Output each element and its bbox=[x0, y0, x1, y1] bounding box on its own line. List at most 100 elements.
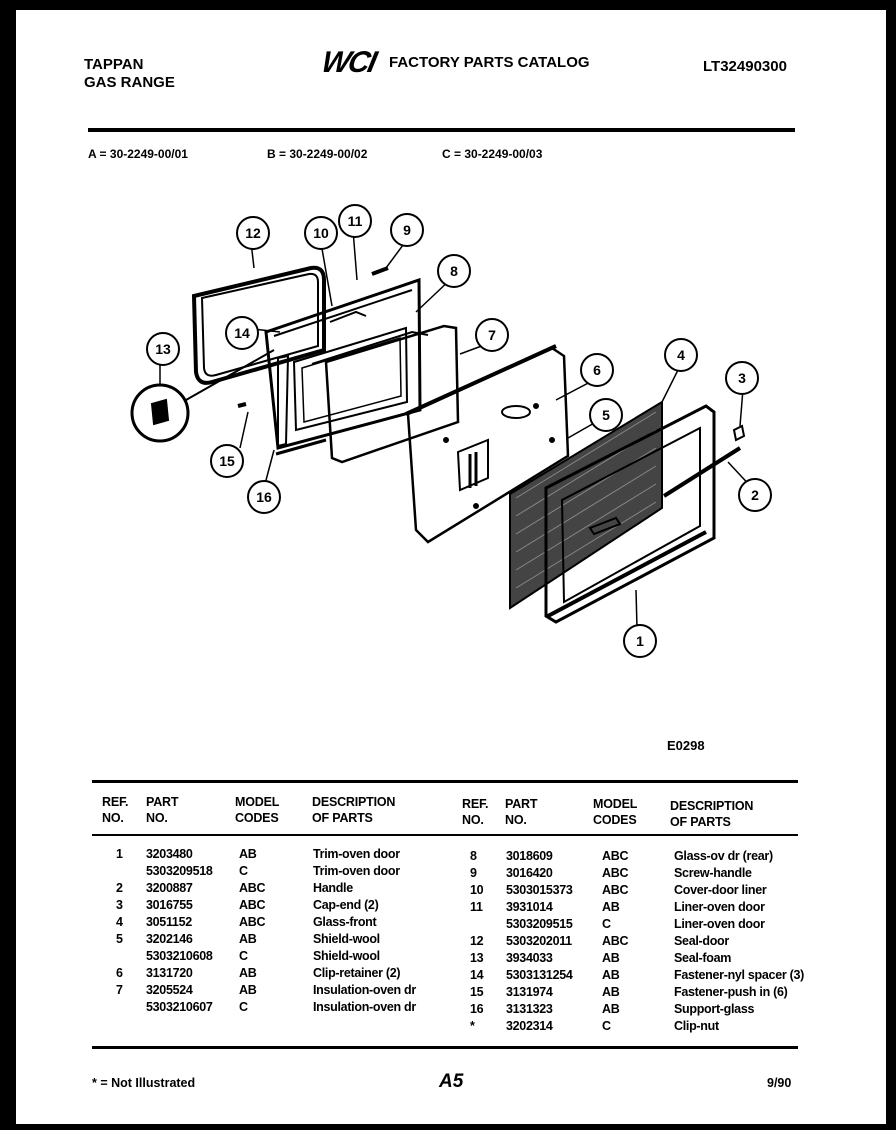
product-name: GAS RANGE bbox=[84, 74, 175, 91]
model-codes-cell: AB bbox=[239, 932, 257, 946]
model-codes-cell: C bbox=[239, 949, 248, 963]
callout-7: 7 bbox=[475, 318, 509, 352]
model-codes-cell: C bbox=[602, 917, 611, 931]
ref-cell: 2 bbox=[116, 881, 123, 895]
table-row: 7 3205524 AB Insulation-oven dr bbox=[16, 982, 886, 999]
model-codes-cell: AB bbox=[602, 951, 620, 965]
ref-header-right: REF.NO. bbox=[462, 797, 489, 827]
part-number-cell: 3016420 bbox=[506, 866, 553, 880]
callout-6: 6 bbox=[580, 353, 614, 387]
part-number-cell: 3200887 bbox=[146, 881, 193, 895]
model-codes-cell: AB bbox=[239, 966, 257, 980]
description-cell: Seal-foam bbox=[674, 951, 732, 965]
callout-15: 15 bbox=[210, 444, 244, 478]
figure-code: E0298 bbox=[667, 738, 705, 753]
part-number-cell: 3205524 bbox=[146, 983, 193, 997]
part-number-cell: 5303202011 bbox=[506, 934, 572, 948]
callout-leaders bbox=[159, 229, 755, 629]
description-cell: Trim-oven door bbox=[313, 847, 400, 861]
ref-cell: 14 bbox=[470, 968, 484, 982]
handle-part bbox=[662, 446, 742, 498]
model-codes-cell: ABC bbox=[602, 849, 629, 863]
model-codes-cell: C bbox=[239, 1000, 248, 1014]
description-cell: Support-glass bbox=[674, 1002, 755, 1016]
model-codes-cell: C bbox=[602, 1019, 611, 1033]
part-number-cell: 3131323 bbox=[506, 1002, 553, 1016]
ref-cell: 3 bbox=[116, 898, 123, 912]
table-row: 5 3202146 AB Shield-wool bbox=[16, 931, 886, 948]
part-number-cell: 3934033 bbox=[506, 951, 553, 965]
description-cell: Glass-front bbox=[313, 915, 377, 929]
cover-door-liner-part bbox=[329, 310, 367, 323]
ref-cell: 6 bbox=[116, 966, 123, 980]
model-codes-cell: AB bbox=[602, 968, 620, 982]
part-number-cell: 3202146 bbox=[146, 932, 193, 946]
ref-cell: 4 bbox=[116, 915, 123, 929]
model-codes-cell: ABC bbox=[239, 881, 266, 895]
part-number-cell: 3016755 bbox=[146, 898, 193, 912]
table-row: 14 5303131254 AB Fastener-nyl spacer (3) bbox=[16, 967, 886, 984]
model-codes-cell: ABC bbox=[602, 866, 629, 880]
ref-cell: 7 bbox=[116, 983, 123, 997]
glass-rear-part bbox=[311, 324, 460, 464]
model-code-a: A = 30-2249-00/01 bbox=[88, 147, 188, 161]
trim-oven-door-part bbox=[544, 404, 716, 624]
description-cell: Fastener-nyl spacer (3) bbox=[674, 968, 804, 982]
callout-1: 1 bbox=[623, 624, 657, 658]
description-cell: Insulation-oven dr bbox=[313, 983, 416, 997]
ref-cell: 9 bbox=[470, 866, 477, 880]
callout-12: 12 bbox=[236, 216, 270, 250]
ref-cell: 5 bbox=[116, 932, 123, 946]
part-number-cell: 3202314 bbox=[506, 1019, 553, 1033]
part-number-cell: 3131974 bbox=[506, 985, 553, 999]
table-header-rule bbox=[92, 834, 798, 836]
ref-cell: 11 bbox=[470, 900, 483, 914]
ref-header-left: REF.NO. bbox=[102, 795, 129, 825]
description-cell: Screw-handle bbox=[674, 866, 752, 880]
callout-11: 11 bbox=[338, 204, 372, 238]
callout-13: 13 bbox=[146, 332, 180, 366]
part-number-cell: 3203480 bbox=[146, 847, 193, 861]
callout-16: 16 bbox=[247, 480, 281, 514]
description-cell: Cap-end (2) bbox=[313, 898, 379, 912]
model-codes-cell: ABC bbox=[602, 883, 629, 897]
description-cell: Shield-wool bbox=[313, 949, 380, 963]
callout-3: 3 bbox=[725, 361, 759, 395]
ref-cell: * bbox=[470, 1019, 475, 1033]
table-top-rule bbox=[92, 780, 798, 783]
liner-oven-door-part bbox=[264, 277, 422, 456]
callout-2: 2 bbox=[738, 478, 772, 512]
ref-cell: 16 bbox=[470, 1002, 484, 1016]
description-cell: Handle bbox=[313, 881, 353, 895]
fastener-push-in-part bbox=[237, 402, 247, 408]
glass-front-part bbox=[509, 400, 663, 610]
table-row: 2 3200887 ABC Handle bbox=[16, 880, 886, 897]
description-cell: Trim-oven door bbox=[313, 864, 400, 878]
catalog-title: FACTORY PARTS CATALOG bbox=[389, 54, 590, 71]
header-rule bbox=[88, 128, 795, 132]
description-cell: Shield-wool bbox=[313, 932, 380, 946]
model-codes-cell: AB bbox=[239, 847, 257, 861]
callout-14: 14 bbox=[225, 316, 259, 350]
part-number-cell: 5303131254 bbox=[506, 968, 573, 982]
model-codes-cell: AB bbox=[239, 983, 257, 997]
part-number-cell: 5303209518 bbox=[146, 864, 213, 878]
brand-name: TAPPAN bbox=[84, 56, 144, 73]
callout-5: 5 bbox=[589, 398, 623, 432]
model-codes-cell: ABC bbox=[602, 934, 629, 948]
table-row: 9 3016420 ABC Screw-handle bbox=[16, 865, 886, 882]
callout-8: 8 bbox=[437, 254, 471, 288]
ref-cell: 10 bbox=[470, 883, 484, 897]
ref-cell: 1 bbox=[116, 847, 123, 861]
ref-cell: 12 bbox=[470, 934, 484, 948]
